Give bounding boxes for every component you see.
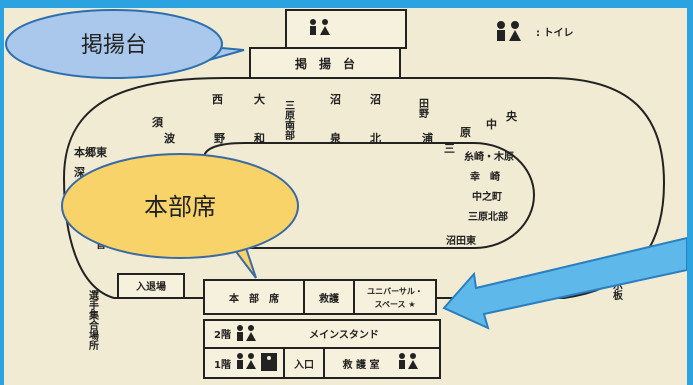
group-label: 深 — [74, 165, 85, 179]
callout-stand: 掲揚台 — [5, 9, 245, 79]
main-stand-1f — [203, 347, 441, 379]
booth-top-upper — [285, 9, 407, 49]
legend-toilet: : トイレ — [536, 27, 573, 39]
universal-space-box — [353, 279, 437, 315]
group-label: 泉 — [329, 131, 342, 145]
group-label: 央 — [506, 109, 518, 123]
arrow-pointer — [442, 236, 687, 330]
toilet-icon — [399, 353, 418, 369]
universal-space-label: ユニバーサル・ — [367, 287, 423, 296]
group-label: 田野 — [417, 98, 429, 119]
toilet-icon — [237, 325, 256, 341]
stadium-map: 掲 揚 台 : トイレ 西 大 三原南部 沼 沼 田野 須 中 央 本郷東 深 … — [5, 9, 687, 379]
floor1-label: 1階 — [214, 358, 231, 371]
track-outer — [62, 77, 666, 299]
wheelchair-icon — [261, 353, 277, 371]
group-label: 糸崎・木原 — [464, 150, 514, 163]
entry-exit-label: 入退場 — [136, 280, 166, 293]
booth-top — [249, 47, 401, 79]
group-label: 原 — [460, 126, 471, 139]
group-label: 西 — [212, 93, 223, 106]
callout-hq-text: 本部席 — [144, 193, 216, 221]
group-label: 沼 — [370, 92, 381, 106]
group-label: 大 — [254, 92, 265, 106]
main-stand-label: メインスタンド — [309, 329, 379, 341]
hq-seat-box — [203, 279, 305, 315]
group-label: 中之町 — [472, 190, 502, 203]
map-scan: 掲 揚 台 : トイレ 西 大 三原南部 沼 沼 田野 須 中 央 本郷東 深 … — [4, 8, 687, 385]
toilet-icon — [310, 19, 330, 35]
callout-hq: 本部席 — [61, 153, 299, 279]
toilet-icon — [237, 353, 256, 369]
callout-stand-text: 掲揚台 — [81, 33, 147, 58]
group-label: 野 — [214, 132, 225, 145]
group-label: 沼 — [330, 92, 341, 106]
group-label: 北 — [370, 131, 381, 145]
toilet-icon — [497, 21, 521, 41]
universal-space-label-2: スペース ★ — [375, 300, 416, 309]
group-label: 波 — [164, 131, 176, 145]
hq-seat-label: 本 部 席 — [229, 292, 279, 305]
group-label: 須 — [151, 115, 164, 129]
first-aid-room-label: 救 護 室 — [343, 358, 380, 371]
entry-exit-box — [117, 273, 185, 299]
group-label: 和 — [254, 131, 265, 145]
group-label: 沼田東 — [446, 234, 476, 247]
floor2-label: 2階 — [214, 328, 231, 341]
main-stand-2f — [203, 319, 441, 349]
top-booth-title: 掲 揚 台 — [295, 56, 355, 71]
group-label: 三原北部 — [468, 210, 508, 223]
group-label: 幸 崎 — [470, 170, 500, 183]
assembly-label: 選手集合場所 — [87, 289, 100, 351]
group-label: 三 — [444, 142, 455, 155]
group-label: 浦 — [422, 131, 433, 145]
entrance-label: 入口 — [294, 359, 314, 371]
first-aid-label: 救護 — [319, 292, 340, 305]
group-label: 三原南部 — [283, 100, 295, 141]
group-label: 中 — [486, 117, 497, 131]
group-label: 本郷東 — [74, 145, 108, 159]
